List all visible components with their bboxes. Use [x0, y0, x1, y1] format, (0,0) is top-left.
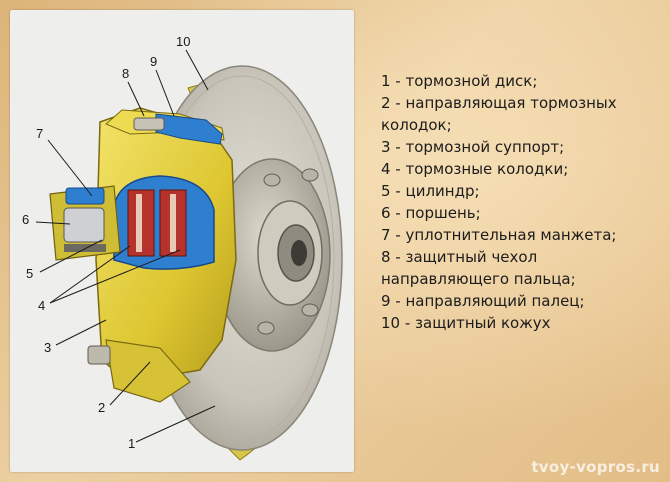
callout-4: 4 [38, 298, 45, 313]
guide-pin [133, 117, 165, 131]
callout-9: 9 [150, 54, 157, 69]
legend-item: 8 - защитный чехол [381, 248, 538, 266]
legend-item: 2 - направляющая тормозных [381, 94, 617, 112]
legend-item: 10 - защитный кожух [381, 314, 551, 332]
callout-2: 2 [98, 400, 105, 415]
wheel-studs [257, 168, 319, 335]
seal [65, 187, 105, 205]
legend-item: 9 - направляющий палец; [381, 292, 585, 310]
legend-item: 3 - тормозной суппорт; [381, 138, 565, 156]
legend-item: 1 - тормозной диск; [381, 72, 538, 90]
guide-pin-cutaway [155, 113, 223, 145]
legend-item: колодок; [381, 116, 452, 134]
legend-item: 7 - уплотнительная манжета; [381, 226, 617, 244]
legend-item: 6 - поршень; [381, 204, 481, 222]
callout-5: 5 [26, 266, 33, 281]
legend-item: 4 - тормозные колодки; [381, 160, 569, 178]
piston [63, 207, 105, 243]
legend-item: направляющего пальца; [381, 270, 576, 288]
legend-list: 1 - тормозной диск; 2 - направляющая тор… [381, 70, 661, 334]
watermark: tvoy-vopros.ru [531, 458, 660, 476]
callout-10: 10 [176, 34, 190, 49]
brake-pads [127, 189, 187, 257]
callout-6: 6 [22, 212, 29, 227]
callout-7: 7 [36, 126, 43, 141]
brake-illustration: 1 2 3 4 5 6 7 8 9 10 [22, 34, 343, 461]
callout-1: 1 [128, 436, 135, 451]
legend-item: 5 - цилиндр; [381, 182, 480, 200]
callout-8: 8 [122, 66, 129, 81]
callout-3: 3 [44, 340, 51, 355]
diagram-panel: 1 2 3 4 5 6 7 8 9 10 [10, 10, 354, 472]
leader-lines [35, 49, 216, 443]
